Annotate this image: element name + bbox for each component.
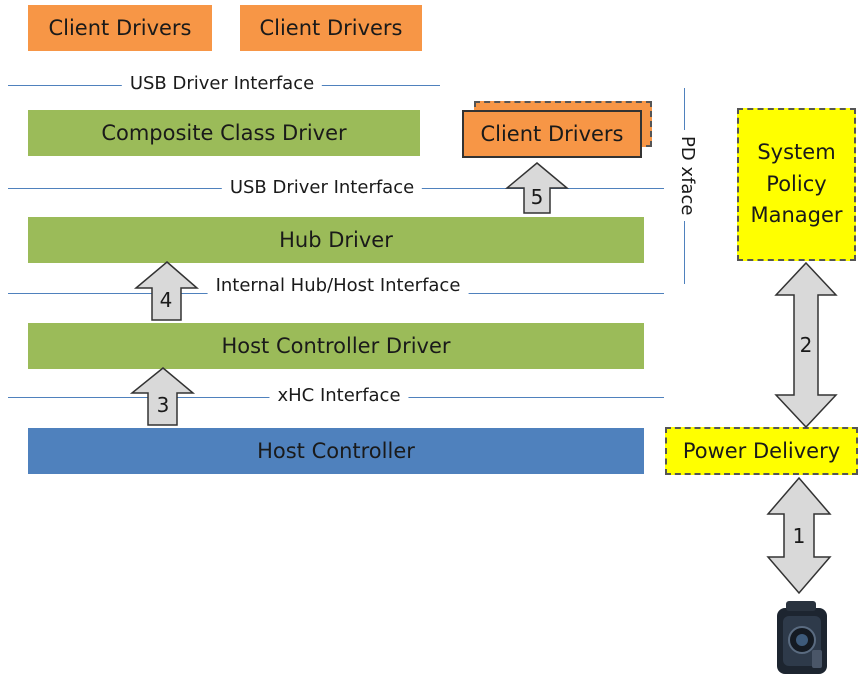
client-drivers-box-2: Client Drivers xyxy=(240,5,422,51)
hub-driver-label: Hub Driver xyxy=(279,228,393,252)
xhc-interface-label: xHC Interface xyxy=(269,385,409,406)
arrow-5-number: 5 xyxy=(531,185,544,209)
system-policy-manager-label: System Policy Manager xyxy=(750,140,843,228)
client-drivers-stack-front: Client Drivers xyxy=(462,110,642,158)
host-controller-driver-box: Host Controller Driver xyxy=(28,323,644,369)
hub-driver-box: Hub Driver xyxy=(28,217,644,263)
client-drivers-label-2: Client Drivers xyxy=(259,16,403,40)
composite-class-driver-box: Composite Class Driver xyxy=(28,110,420,156)
power-delivery-label: Power Delivery xyxy=(682,439,841,463)
arrow-2-icon: 2 xyxy=(774,261,838,429)
arrow-3-number: 3 xyxy=(157,393,170,417)
arrow-3-icon: 3 xyxy=(129,367,196,426)
arrow-5-icon: 5 xyxy=(504,162,570,214)
arrow-1-number: 1 xyxy=(793,524,806,548)
arrow-4-number: 4 xyxy=(160,288,173,312)
usb-driver-interface-label-mid: USB Driver Interface xyxy=(221,177,423,198)
internal-hub-host-interface-label: Internal Hub/Host Interface xyxy=(207,275,469,296)
system-policy-manager-box: System Policy Manager xyxy=(737,108,856,261)
client-drivers-box-1: Client Drivers xyxy=(28,5,212,51)
host-controller-label: Host Controller xyxy=(257,439,415,463)
client-drivers-stack-label: Client Drivers xyxy=(480,122,624,146)
power-delivery-box: Power Delivery xyxy=(665,427,858,475)
host-controller-driver-label: Host Controller Driver xyxy=(221,334,451,358)
arrow-1-icon: 1 xyxy=(766,476,832,595)
composite-class-driver-label: Composite Class Driver xyxy=(101,121,347,145)
arrow-2-number: 2 xyxy=(800,333,813,357)
camcorder-icon xyxy=(777,601,827,674)
arrow-4-icon: 4 xyxy=(133,261,200,321)
host-controller-box: Host Controller xyxy=(28,428,644,474)
client-drivers-label-1: Client Drivers xyxy=(48,16,192,40)
usb-driver-interface-label-top: USB Driver Interface xyxy=(121,73,323,94)
